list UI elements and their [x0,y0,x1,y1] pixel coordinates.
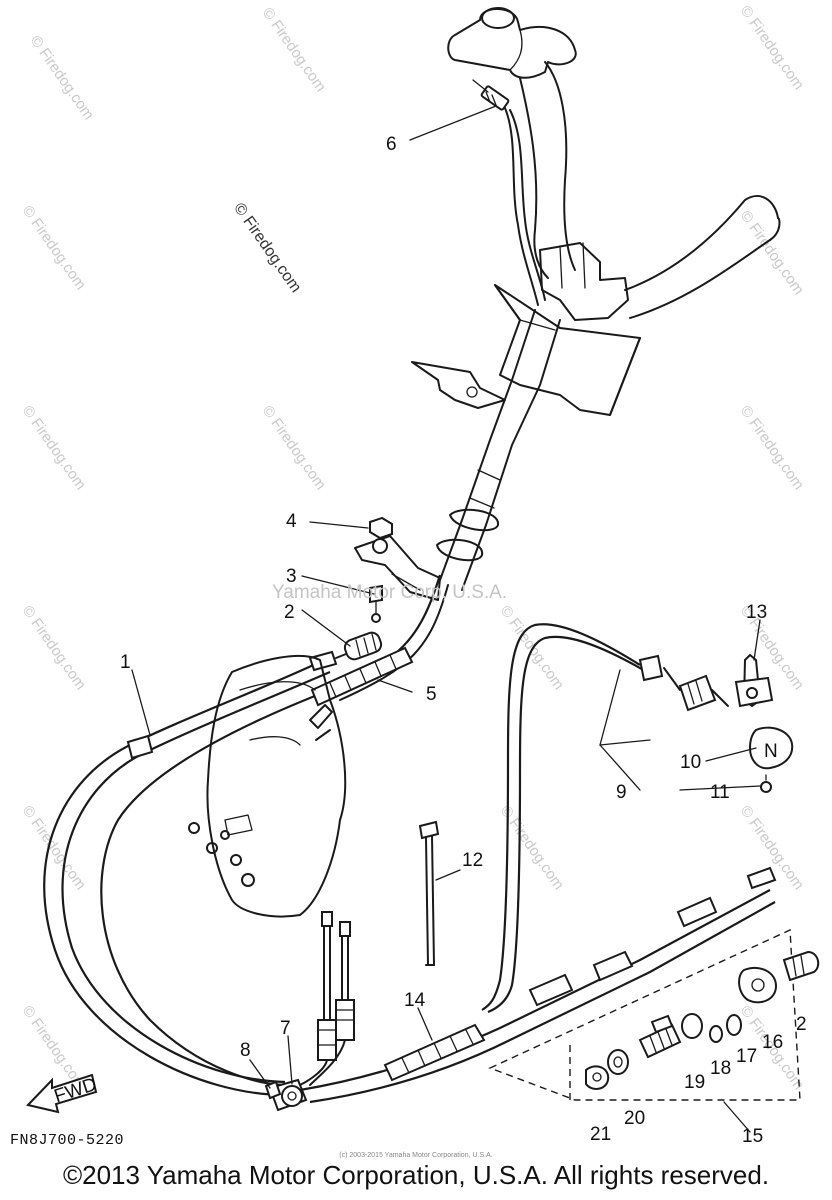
callout-18: 18 [710,1058,731,1079]
wm-tile: © Firedog.com [27,33,97,124]
callout-11: 11 [710,782,730,803]
cable-part-5 [100,574,449,1087]
callout-2: 2 [284,602,295,623]
callout-3: 3 [286,566,297,587]
nut-part-4 [369,516,393,540]
small-copyright: (c) 2003-2015 Yamaha Motor Corporation, … [339,1152,493,1159]
cable-tie-part-12 [418,820,440,966]
figure-code: FN8J700-5220 [10,1132,125,1149]
cable-part-14 [299,623,777,1104]
wm-tile: © Firedog.com [19,203,89,294]
callout-6: 6 [386,134,397,155]
callout-20: 20 [624,1108,645,1129]
fitting-parts [585,950,820,1090]
callout-9: 9 [616,782,627,803]
callout-1: 1 [120,652,131,673]
callout-14: 14 [404,990,426,1011]
wm-tile: © Firedog.com [19,603,89,694]
callout-16: 16 [762,1032,783,1053]
collar-part-2 [343,631,383,661]
callout-12: 12 [462,850,483,871]
callout-17: 17 [736,1046,757,1067]
wm-tile: © Firedog.com [259,5,329,96]
center-watermark: Yamaha Motor Corp, U.S.A. [272,582,508,603]
callout-numbers: 6 4 3 2 1 5 13 10 9 11 12 14 7 8 2 16 17… [120,134,807,1147]
callout-13: 13 [746,602,767,623]
cable-bracket [354,535,441,601]
callout-4: 4 [286,511,297,532]
callout-21: 21 [590,1124,611,1145]
cable-part-1 [43,650,347,1097]
carburetor [188,654,355,1086]
copyright-footer: ©2013 Yamaha Motor Corporation, U.S.A. A… [62,1160,770,1190]
fwd-arrow: FWD [26,1073,100,1114]
callout-19: 19 [684,1072,705,1093]
neutral-indicator-parts: N [734,653,794,793]
wm-tile: © Firedog.com [737,403,807,494]
callout-15: 15 [742,1126,763,1147]
screw-part-3 [369,584,383,623]
watermark-tiles: © Firedog.com © Firedog.com © Firedog.co… [19,3,807,1094]
fwd-label: FWD [52,1074,100,1107]
wm-tile: © Firedog.com [737,3,807,94]
wm-tile: © Firedog.com [259,403,329,494]
handlebar-assembly [411,7,781,591]
wm-tile: © Firedog.com [497,603,567,694]
callout-8: 8 [240,1040,251,1061]
callout-leaders [131,105,761,1133]
fitting-kit-group-15 [488,928,801,1102]
bracket-part-7-8 [264,1078,308,1112]
wm-tile: © Firedog.com [737,208,807,299]
callout-2-lower: 2 [796,1014,807,1035]
neutral-label: N [764,741,778,762]
callout-7: 7 [280,1018,291,1039]
throttle-cable-end [472,79,510,111]
callout-5: 5 [426,684,437,705]
callout-10: 10 [680,752,701,773]
wm-tile: © Firedog.com [19,403,89,494]
